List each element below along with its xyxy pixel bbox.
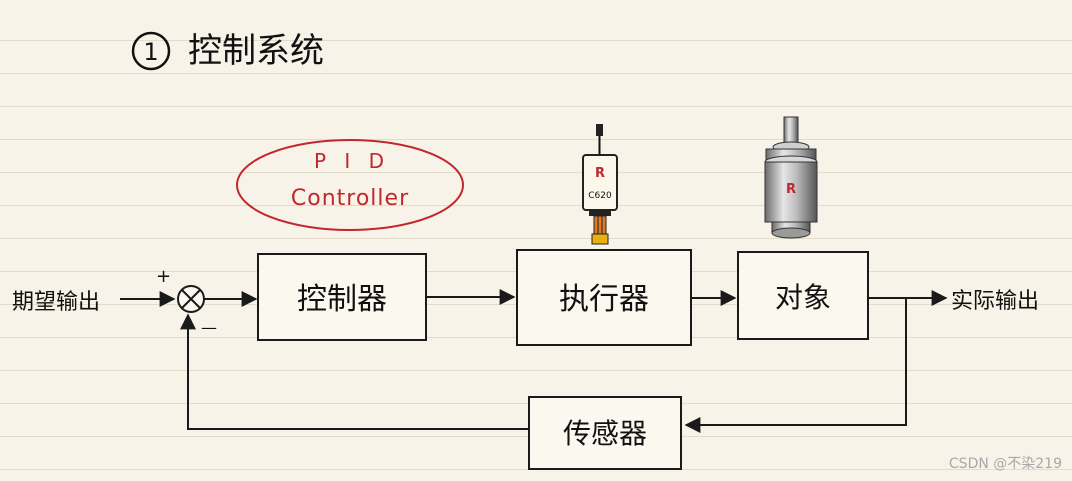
output-label: 实际输出 xyxy=(951,289,1039,314)
actuator-label: 执行器 xyxy=(559,282,649,317)
feedback-arrow-to-sensor xyxy=(684,298,907,433)
summing-junction xyxy=(177,285,205,313)
esc-body xyxy=(582,154,618,211)
plant-block: 对象 xyxy=(737,251,869,340)
minus-sign: — xyxy=(201,318,217,337)
esc-logo: R xyxy=(595,166,605,181)
controller-block: 控制器 xyxy=(257,253,427,341)
sensor-label: 传感器 xyxy=(563,417,647,450)
pid-text: P I D xyxy=(314,149,390,173)
watermark: CSDN @不染219 xyxy=(948,456,1062,472)
pid-ellipse xyxy=(236,139,464,231)
esc-model-label: C620 xyxy=(588,191,612,201)
actuator-block: 执行器 xyxy=(516,249,692,346)
plant-label: 对象 xyxy=(775,281,831,314)
title-number-circle xyxy=(131,31,171,71)
controller-label: 控制器 xyxy=(297,282,387,317)
title-text: 控制系统 xyxy=(188,31,324,71)
motor-device: R xyxy=(764,116,818,239)
title: 1 控制系统 xyxy=(131,31,324,71)
controller-text: Controller xyxy=(291,186,409,211)
esc-c620-device: R C620 xyxy=(582,124,618,245)
motor-logo: R xyxy=(786,182,796,197)
esc-connector xyxy=(596,124,603,136)
motor-shaft xyxy=(783,116,799,146)
plus-sign: + xyxy=(156,266,171,287)
input-label: 期望输出 xyxy=(12,290,100,315)
pid-controller-label: P I D Controller xyxy=(236,139,464,231)
title-number: 1 xyxy=(143,38,158,66)
feedback-arrow-to-junction xyxy=(180,313,529,430)
sensor-block: 传感器 xyxy=(528,396,682,470)
